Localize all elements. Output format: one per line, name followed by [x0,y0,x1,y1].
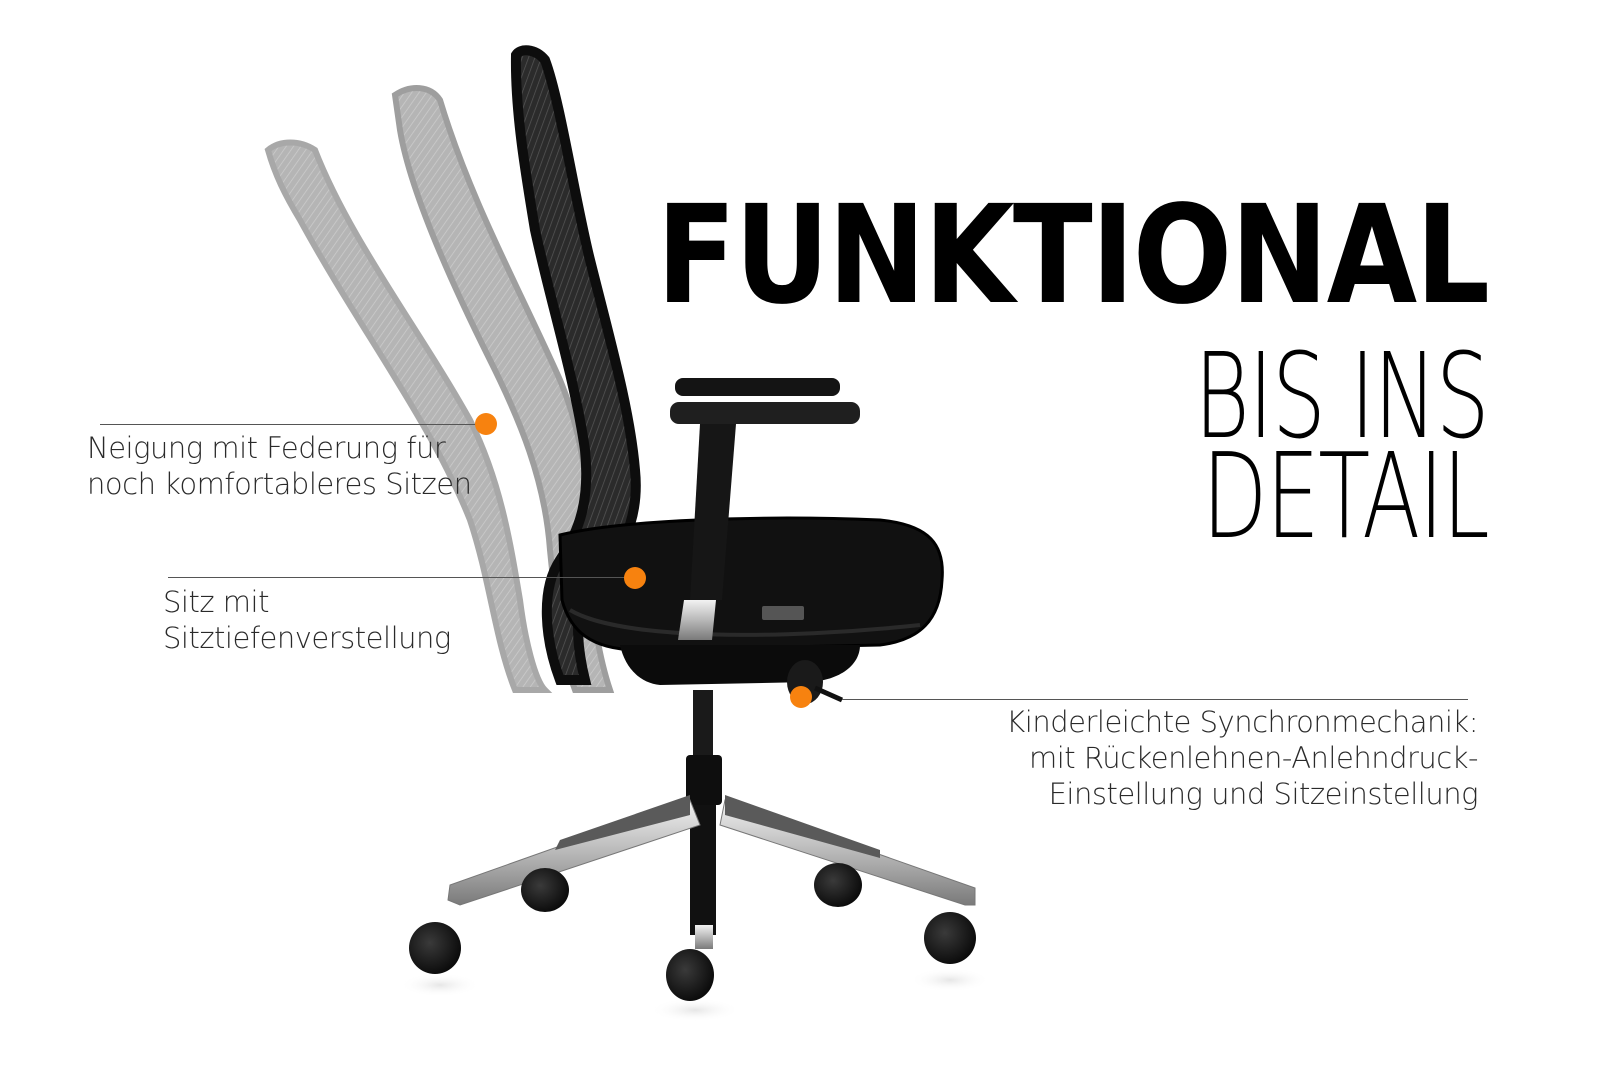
hotspot-dot-icon[interactable] [624,567,646,589]
hotspot-dot-icon[interactable] [790,686,812,708]
callout-backrest-tilt: Neigung mit Federung für noch komfortabl… [87,430,472,502]
leader-line-backrest [100,424,486,425]
callout-synchro-mechanism: Kinderleichte Synchronmechanik: mit Rück… [1006,704,1478,812]
callout-line: Sitz mit [163,585,269,619]
headline-bold: FUNKTIONAL [656,177,1490,335]
callout-line: mit Rückenlehnen-Anlehndruck- [1028,741,1479,775]
callout-line: Neigung mit Federung für [87,431,446,465]
leader-line-seat [168,577,635,578]
callout-line: noch komfortableres Sitzen [87,467,472,501]
callout-line: Kinderleichte Synchronmechanik: [1006,705,1478,739]
hotspot-dot-icon[interactable] [475,413,497,435]
callout-seat-depth: Sitz mit Sitztiefenverstellung [163,584,451,656]
headline: FUNKTIONAL BIS INS DETAIL [521,177,1490,565]
callout-line: Sitztiefenverstellung [163,621,451,655]
leader-line-mechanism [842,699,1468,700]
callout-line: Einstellung und Sitzeinstellung [1048,777,1479,811]
headline-thin-line-1: BIS INS [1193,327,1490,465]
headline-thin-line-2: DETAIL [1201,427,1490,565]
